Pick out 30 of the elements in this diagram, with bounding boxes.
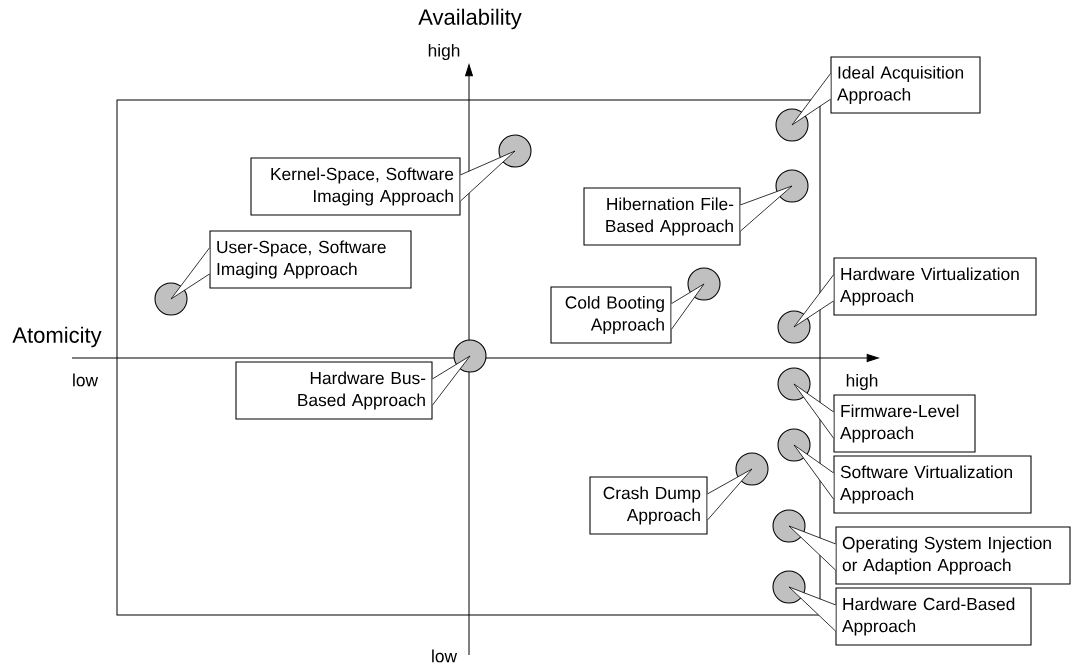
axis-label: high (428, 43, 460, 61)
callout-pointer (788, 586, 836, 632)
data-point (772, 570, 806, 604)
data-point (498, 134, 532, 168)
data-point (154, 282, 188, 316)
callout-pointer (671, 283, 705, 330)
axis-label: Availability (418, 8, 522, 30)
data-point (687, 267, 721, 301)
axis-label: Atomicity (12, 326, 102, 348)
callout-pointer (793, 383, 834, 439)
data-point (777, 428, 811, 462)
callout-pointer (460, 150, 516, 202)
axis-label: low (432, 649, 458, 663)
data-point (775, 169, 809, 203)
callout-pointer (740, 185, 793, 232)
data-point (777, 310, 811, 344)
callout-pointer (707, 468, 753, 521)
callout-pointer (793, 444, 834, 500)
data-point (453, 339, 487, 373)
callout-pointer (170, 247, 210, 300)
callout-pointer (432, 355, 471, 406)
axis-label: high (846, 373, 878, 391)
data-point (775, 108, 809, 142)
callout-pointer (791, 73, 831, 126)
data-point (777, 367, 811, 401)
data-point (735, 452, 769, 486)
axis-label: low (73, 373, 99, 387)
callout-pointer (793, 274, 834, 328)
callout-pointer (788, 525, 836, 571)
data-point (772, 509, 806, 543)
